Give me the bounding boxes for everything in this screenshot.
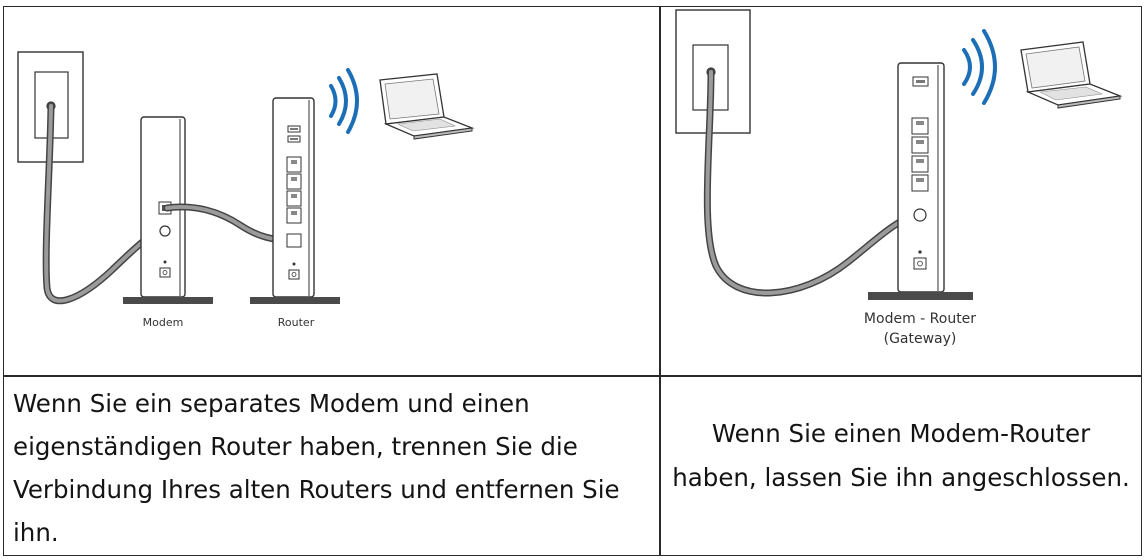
separate-modem-router-illustration: Modem Router — [17, 51, 475, 329]
table-column-divider — [659, 6, 661, 556]
router-power-port — [288, 269, 300, 280]
router-icon — [272, 97, 315, 298]
wifi-signal-icon — [962, 29, 997, 105]
cable-icon — [42, 102, 167, 305]
gateway-lan-ports — [911, 117, 929, 192]
gateway-label-line1: Modem - Router — [864, 311, 976, 327]
gateway-coax-port — [913, 208, 927, 222]
router-power-led — [292, 262, 296, 266]
laptop-icon — [379, 73, 475, 140]
table-row-divider — [3, 375, 1142, 377]
instruction-line: eigenständigen Router haben, trennen Sie… — [13, 432, 578, 461]
instruction-line: Wenn Sie ein separates Modem und einen — [13, 389, 530, 418]
gateway-power-port — [913, 257, 927, 270]
comparison-table — [3, 6, 1142, 556]
router-label: Router — [278, 316, 315, 329]
modem-stand — [123, 297, 213, 304]
gateway-label-line2: (Gateway) — [884, 331, 957, 347]
gateway-illustration: Modem - Router (Gateway) — [675, 9, 1123, 347]
router-usb-slots — [287, 125, 301, 143]
modem-label: Modem — [143, 316, 184, 329]
separate-router-instructions: Wenn Sie ein separates Modem und einen e… — [13, 382, 620, 554]
instruction-line: ihn. — [13, 518, 59, 547]
instruction-line: Verbindung Ihres alten Routers und entfe… — [13, 475, 620, 504]
modem-coax-port — [159, 225, 171, 237]
router-lan-ports — [286, 156, 302, 224]
modem-power-led — [163, 260, 167, 264]
router-internet-port — [286, 233, 302, 248]
cable-icon — [703, 68, 922, 297]
instruction-line: Wenn Sie einen Modem-Router — [711, 419, 1091, 448]
gateway-stand — [868, 292, 973, 300]
gateway-usb-slot — [912, 76, 929, 87]
laptop-icon — [1020, 41, 1123, 109]
router-stand — [250, 297, 340, 304]
instruction-line: haben, lassen Sie ihn angeschlossen. — [672, 463, 1130, 492]
modem-router-gateway-icon — [897, 62, 945, 293]
gateway-instructions: Wenn Sie einen Modem-Router haben, lasse… — [661, 412, 1141, 500]
wifi-signal-icon — [329, 68, 359, 134]
modem-power-port — [159, 267, 171, 278]
gateway-power-led — [918, 250, 922, 254]
